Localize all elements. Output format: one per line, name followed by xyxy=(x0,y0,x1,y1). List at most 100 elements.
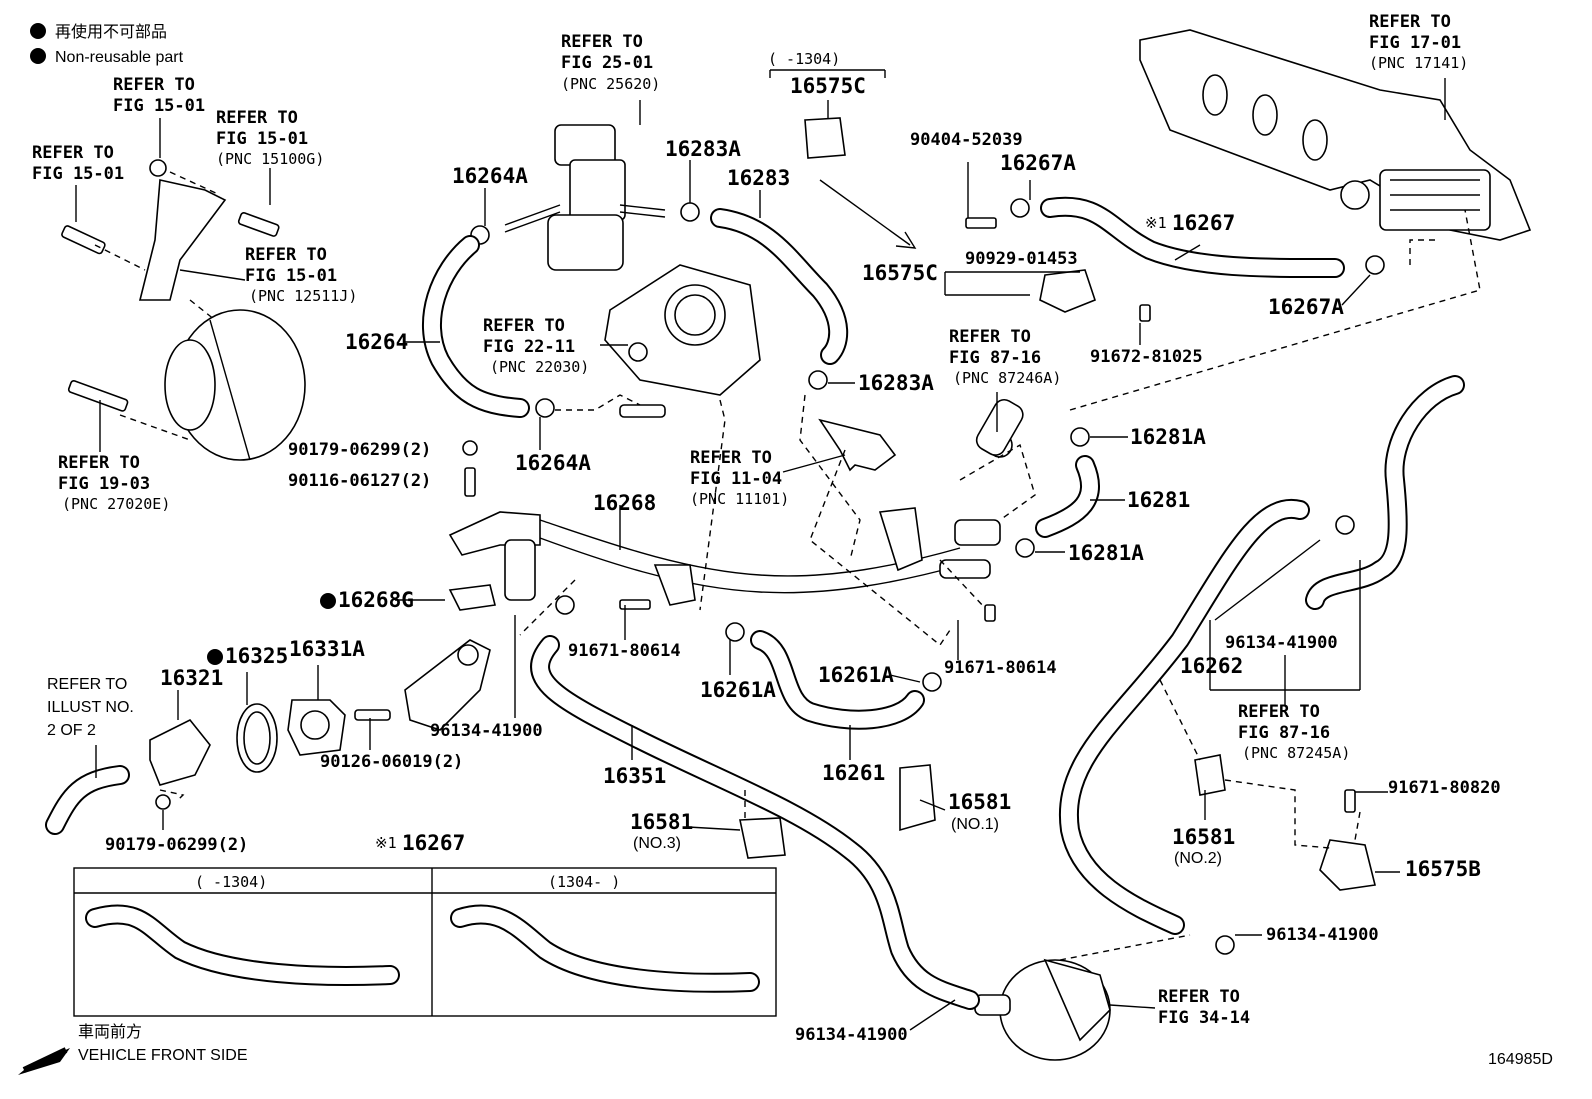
ref-fig15b-line1[interactable]: REFER TO xyxy=(216,108,298,128)
part-16261A-right[interactable]: 16261A xyxy=(818,663,894,687)
hoses xyxy=(45,196,1465,1010)
part-90126-06019[interactable]: 90126-06019(2) xyxy=(320,752,463,772)
part-16268[interactable]: 16268 xyxy=(593,491,656,515)
part-16281[interactable]: 16281 xyxy=(1127,488,1190,512)
ref-fig15c-line2[interactable]: FIG 15-01 xyxy=(32,164,124,184)
part-16267-mark: ※1 xyxy=(1145,214,1167,232)
water-bypass-pipe-drawing xyxy=(448,398,1024,606)
front-arrow-icon xyxy=(18,1047,70,1075)
part-16351[interactable]: 16351 xyxy=(603,764,666,788)
ref-illust-line3[interactable]: 2 OF 2 xyxy=(47,722,96,739)
ref-fig15b-line3[interactable]: (PNC 15100G) xyxy=(216,150,324,168)
part-16261[interactable]: 16261 xyxy=(822,761,885,785)
front-side-jp: 車両前方 xyxy=(78,1023,142,1041)
ref-fig25-line2[interactable]: FIG 25-01 xyxy=(561,53,653,73)
ref-illust-line2[interactable]: ILLUST NO. xyxy=(47,699,134,716)
inset-title[interactable]: 16267 xyxy=(402,831,465,855)
non-reusable-dot-icon xyxy=(207,649,223,665)
part-90404-52039[interactable]: 90404-52039 xyxy=(910,130,1023,150)
part-16267A-right[interactable]: 16267A xyxy=(1268,295,1344,319)
part-16321[interactable]: 16321 xyxy=(160,666,223,690)
ref-fig34-line1[interactable]: REFER TO xyxy=(1158,987,1240,1007)
ref-fig15d-line1[interactable]: REFER TO xyxy=(245,245,327,265)
part-16283A-mid[interactable]: 16283A xyxy=(858,371,934,395)
ref-fig22-line3[interactable]: (PNC 22030) xyxy=(490,358,589,376)
part-16581-no2[interactable]: 16581 xyxy=(1172,825,1235,849)
part-16261A-left[interactable]: 16261A xyxy=(700,678,776,702)
inset-right-header: (1304- ) xyxy=(548,873,620,891)
part-16581-no1[interactable]: 16581 xyxy=(948,790,1011,814)
ref-fig87b-line3[interactable]: (PNC 87245A) xyxy=(1242,744,1350,762)
diagram-id: 164985D xyxy=(1488,1051,1553,1068)
part-16267A-top[interactable]: 16267A xyxy=(1000,151,1076,175)
ref-fig17-line3[interactable]: (PNC 17141) xyxy=(1369,54,1468,72)
ref-fig87a-line1[interactable]: REFER TO xyxy=(949,327,1031,347)
part-96134-41900-lowright[interactable]: 96134-41900 xyxy=(1266,925,1379,945)
ref-illust-line1[interactable]: REFER TO xyxy=(47,676,127,693)
part-96134-41900-left[interactable]: 96134-41900 xyxy=(430,721,543,741)
ref-fig15b-line2[interactable]: FIG 15-01 xyxy=(216,129,308,149)
part-90179-06299-bot[interactable]: 90179-06299(2) xyxy=(105,835,248,855)
part-16264A-top[interactable]: 16264A xyxy=(452,164,528,188)
non-reusable-dot-icon xyxy=(30,23,46,39)
labels: REFER TO FIG 25-01 (PNC 25620) REFER TO … xyxy=(32,12,1553,1068)
part-90179-06299-top[interactable]: 90179-06299(2) xyxy=(288,440,431,460)
part-16264[interactable]: 16264 xyxy=(345,330,408,354)
part-16325[interactable]: 16325 xyxy=(225,644,288,668)
ref-fig25-line3[interactable]: (PNC 25620) xyxy=(561,75,660,93)
part-90116-06127[interactable]: 90116-06127(2) xyxy=(288,471,431,491)
ref-fig19-line3[interactable]: (PNC 27020E) xyxy=(62,495,170,513)
ref-fig15c-line1[interactable]: REFER TO xyxy=(32,143,114,163)
ref-fig15a-line1[interactable]: REFER TO xyxy=(113,75,195,95)
part-96134-41900-bot[interactable]: 96134-41900 xyxy=(795,1025,908,1045)
egr-valve-drawing xyxy=(504,124,666,271)
ref-fig87a-line3[interactable]: (PNC 87246A) xyxy=(953,369,1061,387)
ref-fig87b-line1[interactable]: REFER TO xyxy=(1238,702,1320,722)
ref-fig34-line2[interactable]: FIG 34-14 xyxy=(1158,1008,1250,1028)
ref-fig25-line1[interactable]: REFER TO xyxy=(561,32,643,52)
part-16267[interactable]: 16267 xyxy=(1172,211,1235,235)
inset-title-mark: ※1 xyxy=(375,834,397,852)
part-16262[interactable]: 16262 xyxy=(1180,654,1243,678)
part-90929-01453[interactable]: 90929-01453 xyxy=(965,249,1078,269)
ref-fig19-line1[interactable]: REFER TO xyxy=(58,453,140,473)
part-16281A-bot[interactable]: 16281A xyxy=(1068,541,1144,565)
part-16281A-top[interactable]: 16281A xyxy=(1130,425,1206,449)
part-16264A-bot[interactable]: 16264A xyxy=(515,451,591,475)
ref-fig22-line2[interactable]: FIG 22-11 xyxy=(483,337,575,357)
ref-fig11-line1[interactable]: REFER TO xyxy=(690,448,772,468)
drawings xyxy=(61,29,1532,1061)
part-16268G[interactable]: 16268G xyxy=(338,588,414,612)
part-16581-no3[interactable]: 16581 xyxy=(630,810,693,834)
legend: 再使用不可部品 Non-reusable part xyxy=(30,23,184,66)
ref-fig19-line2[interactable]: FIG 19-03 xyxy=(58,474,150,494)
part-91671-80614-left[interactable]: 91671-80614 xyxy=(568,641,681,661)
part-16331A[interactable]: 16331A xyxy=(289,637,365,661)
ref-fig22-line1[interactable]: REFER TO xyxy=(483,316,565,336)
non-reusable-dot-icon xyxy=(320,593,336,609)
ref-fig17-line2[interactable]: FIG 17-01 xyxy=(1369,33,1461,53)
ref-fig17-line1[interactable]: REFER TO xyxy=(1369,12,1451,32)
part-16575B[interactable]: 16575B xyxy=(1405,857,1481,881)
part-16581-no2-sub: (NO.2) xyxy=(1174,850,1222,867)
legend-jp-text: 再使用不可部品 xyxy=(55,23,167,41)
part-91671-80614-mid[interactable]: 91671-80614 xyxy=(944,658,1057,678)
part-16283[interactable]: 16283 xyxy=(727,166,790,190)
part-91671-80820[interactable]: 91671-80820 xyxy=(1388,778,1501,798)
ref-fig11-line2[interactable]: FIG 11-04 xyxy=(690,469,782,489)
throttle-body-drawing xyxy=(604,264,761,418)
front-side-en: VEHICLE FRONT SIDE xyxy=(78,1047,248,1064)
part-91672-81025[interactable]: 91672-81025 xyxy=(1090,347,1203,367)
ref-fig15a-line2[interactable]: FIG 15-01 xyxy=(113,96,205,116)
ref-fig15d-line3[interactable]: (PNC 12511J) xyxy=(249,287,357,305)
part-16575C-top[interactable]: 16575C xyxy=(790,74,866,98)
part-96134-41900-right[interactable]: 96134-41900 xyxy=(1225,633,1338,653)
part-16575C[interactable]: 16575C xyxy=(862,261,938,285)
part-16283A-top[interactable]: 16283A xyxy=(665,137,741,161)
ref-fig15d-line2[interactable]: FIG 15-01 xyxy=(245,266,337,286)
water-pump-drawing xyxy=(61,159,306,461)
ref-fig11-line3[interactable]: (PNC 11101) xyxy=(690,490,789,508)
ref-fig87a-line2[interactable]: FIG 87-16 xyxy=(949,348,1041,368)
ref-fig87b-line2[interactable]: FIG 87-16 xyxy=(1238,723,1330,743)
